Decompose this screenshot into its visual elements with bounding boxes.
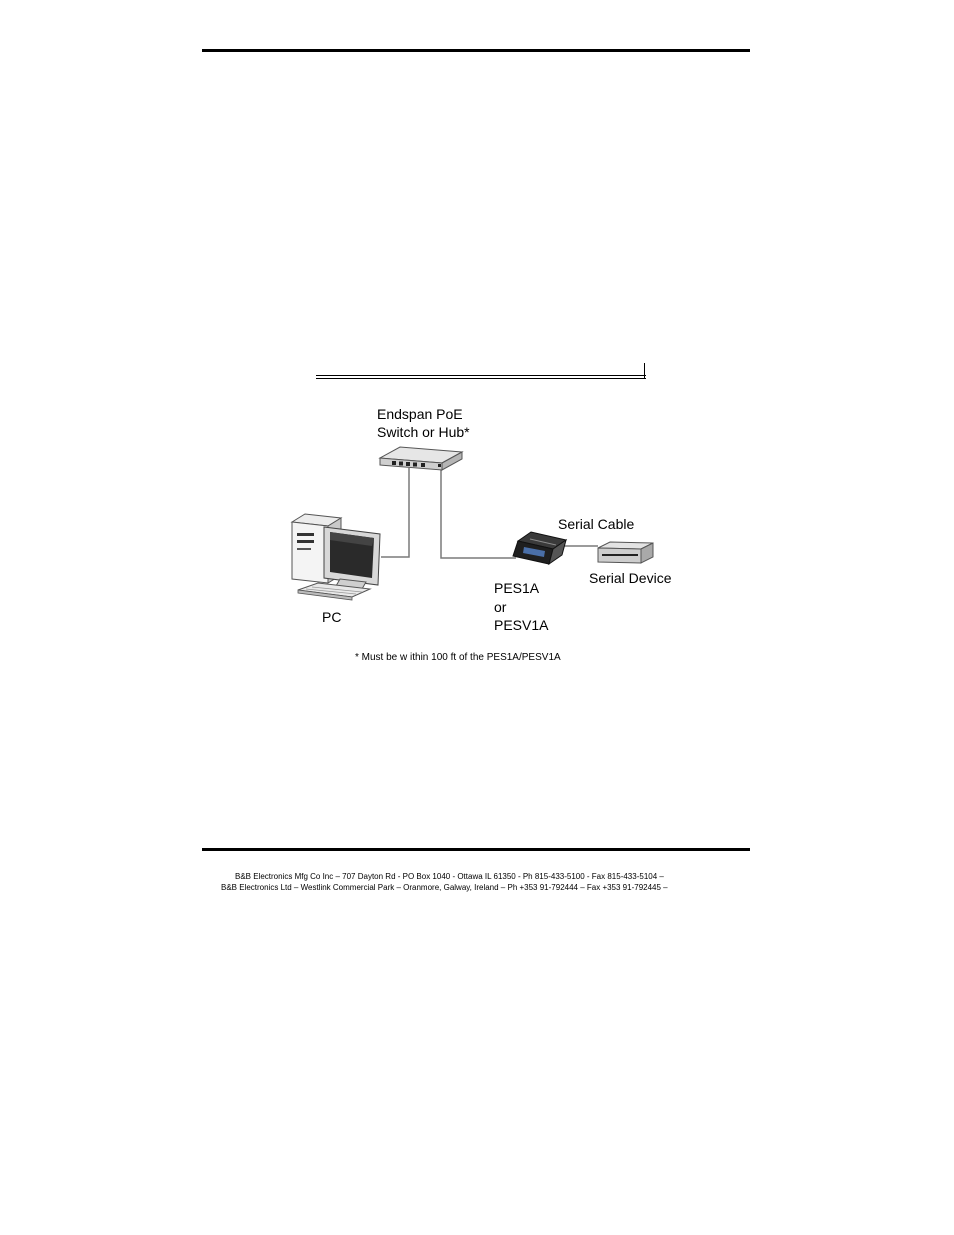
serial-cable-label: Serial Cable (558, 516, 635, 532)
poe-switch-icon (378, 446, 464, 471)
header-rule (202, 49, 750, 52)
section-rule (316, 375, 646, 376)
switch-label-line1: Endspan PoE (377, 406, 463, 422)
serial-device-icon (597, 541, 654, 564)
converter-label-line3: PESV1A (494, 617, 549, 633)
serial-device-label: Serial Device (589, 570, 672, 586)
keyboard-icon (297, 582, 372, 601)
switch-label-line2: Switch or Hub* (377, 424, 470, 440)
pc-label: PC (322, 609, 342, 625)
connection-lines (381, 468, 598, 559)
switch-to-converter-line (440, 468, 516, 559)
pc-to-switch-line (381, 468, 410, 558)
converter-label-line2: or (494, 599, 507, 615)
footer-line-ireland: B&B Electronics Ltd – Westlink Commercia… (221, 883, 668, 892)
converter-icon (512, 531, 568, 566)
section-rule-double (316, 378, 646, 379)
network-diagram (290, 446, 654, 601)
distance-footnote: * Must be w ithin 100 ft of the PES1A/PE… (355, 652, 561, 663)
footer-rule (202, 848, 750, 851)
pc-tower-icon (290, 513, 343, 584)
converter-label-line1: PES1A (494, 580, 540, 596)
section-rule-tick (644, 363, 645, 379)
footer-line-us: B&B Electronics Mfg Co Inc – 707 Dayton … (235, 872, 664, 881)
